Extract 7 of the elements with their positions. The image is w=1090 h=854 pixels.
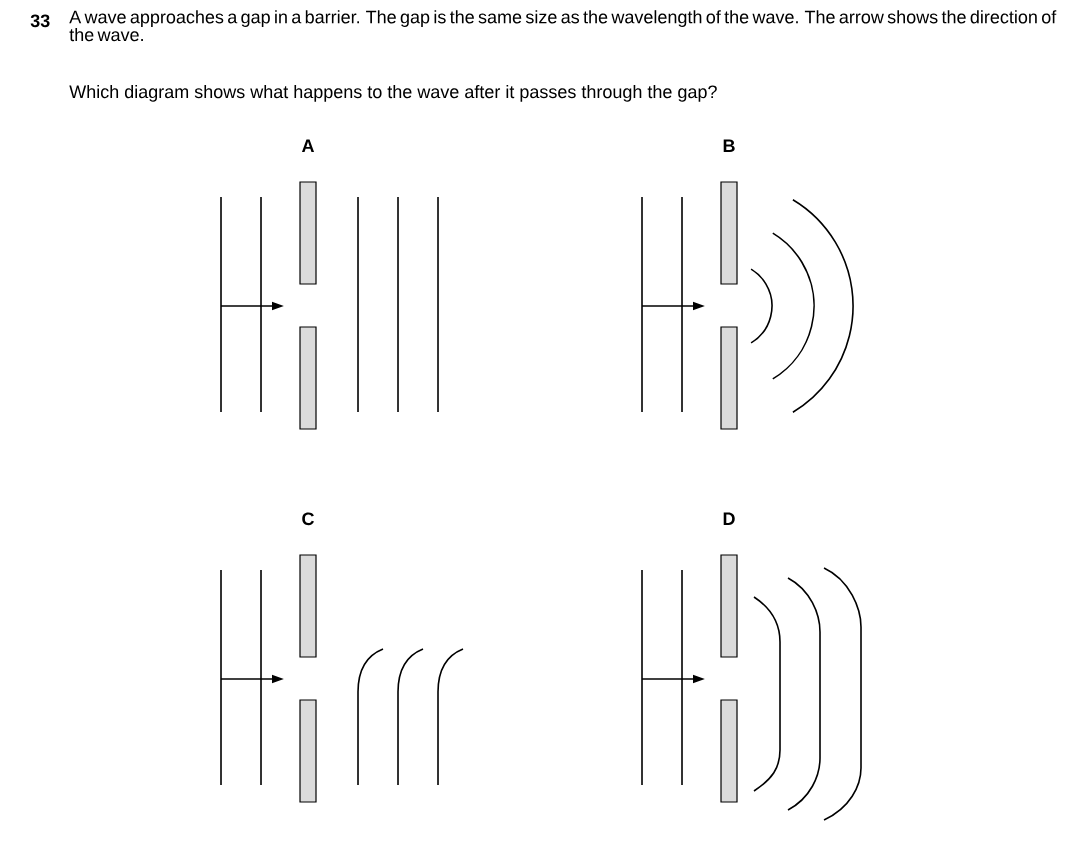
- question-text: Which diagram shows what happens to the wave after it passes through the gap?: [69, 84, 717, 102]
- question-number: 33: [30, 14, 50, 28]
- option-label: D: [723, 512, 735, 525]
- question-text: A wave approaches a gap in a barrier. The gap is the same size as the wavelength of the wave. The arrow shows the direction of the wave.: [69, 10, 1057, 42]
- option-label: B: [723, 139, 735, 152]
- option-label: A: [301, 139, 315, 152]
- option-label: C: [302, 512, 314, 526]
